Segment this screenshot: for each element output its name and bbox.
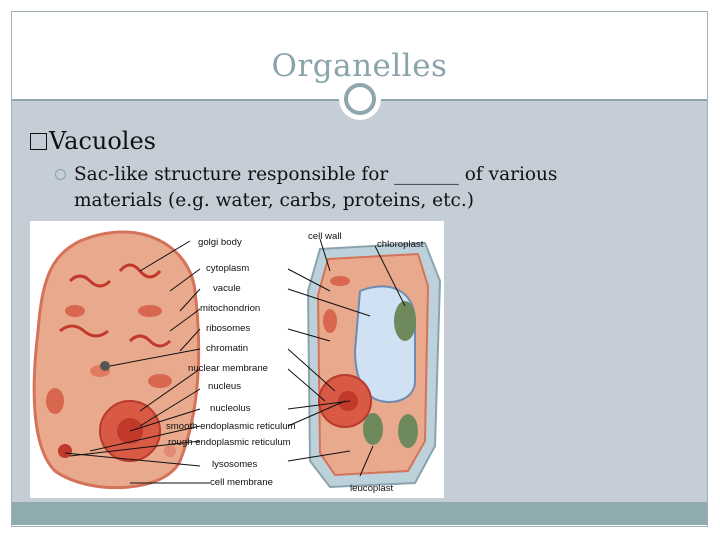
footer-bar [12, 502, 707, 525]
label-smooth-er: smooth endoplasmic reticulum [166, 421, 296, 432]
label-ribosomes: ribosomes [206, 323, 250, 334]
label-cell-wall: cell wall [308, 231, 342, 242]
label-mitochondrion: mitochondrion [200, 303, 260, 314]
box-bullet-icon [30, 133, 47, 150]
label-leucoplast: leucoplast [350, 483, 394, 494]
label-nucleus: nucleus [208, 381, 241, 392]
animal-cell [34, 232, 199, 488]
label-chromatin: chromatin [206, 343, 248, 354]
bullet-description-line1: Sac-like structure responsible for _____… [74, 164, 557, 185]
circle-bullet-icon [55, 169, 66, 180]
label-cytoplasm: cytoplasm [206, 263, 249, 274]
plant-cell [308, 243, 440, 487]
bullet-vacuoles-text: Vacuoles [49, 127, 156, 155]
label-cell-membrane: cell membrane [210, 477, 273, 488]
bullet-vacuoles: Vacuoles [30, 127, 156, 155]
label-golgi-body: golgi body [198, 237, 242, 248]
circle-ornament-icon [339, 78, 381, 120]
label-nuclear-membrane: nuclear membrane [188, 363, 268, 374]
bullet-description-line2: materials (e.g. water, carbs, proteins, … [74, 190, 474, 211]
label-rough-er: rough endoplasmic reticulum [168, 437, 291, 448]
label-chloroplast: chloroplast [377, 239, 424, 250]
label-vacule: vacule [213, 283, 241, 294]
cell-diagram-svg: golgi body cell wall chloroplast cytopla… [30, 221, 444, 498]
label-lysosomes: lysosomes [212, 459, 258, 470]
label-nucleolus: nucleolus [210, 403, 251, 414]
cell-diagram: golgi body cell wall chloroplast cytopla… [30, 221, 444, 498]
